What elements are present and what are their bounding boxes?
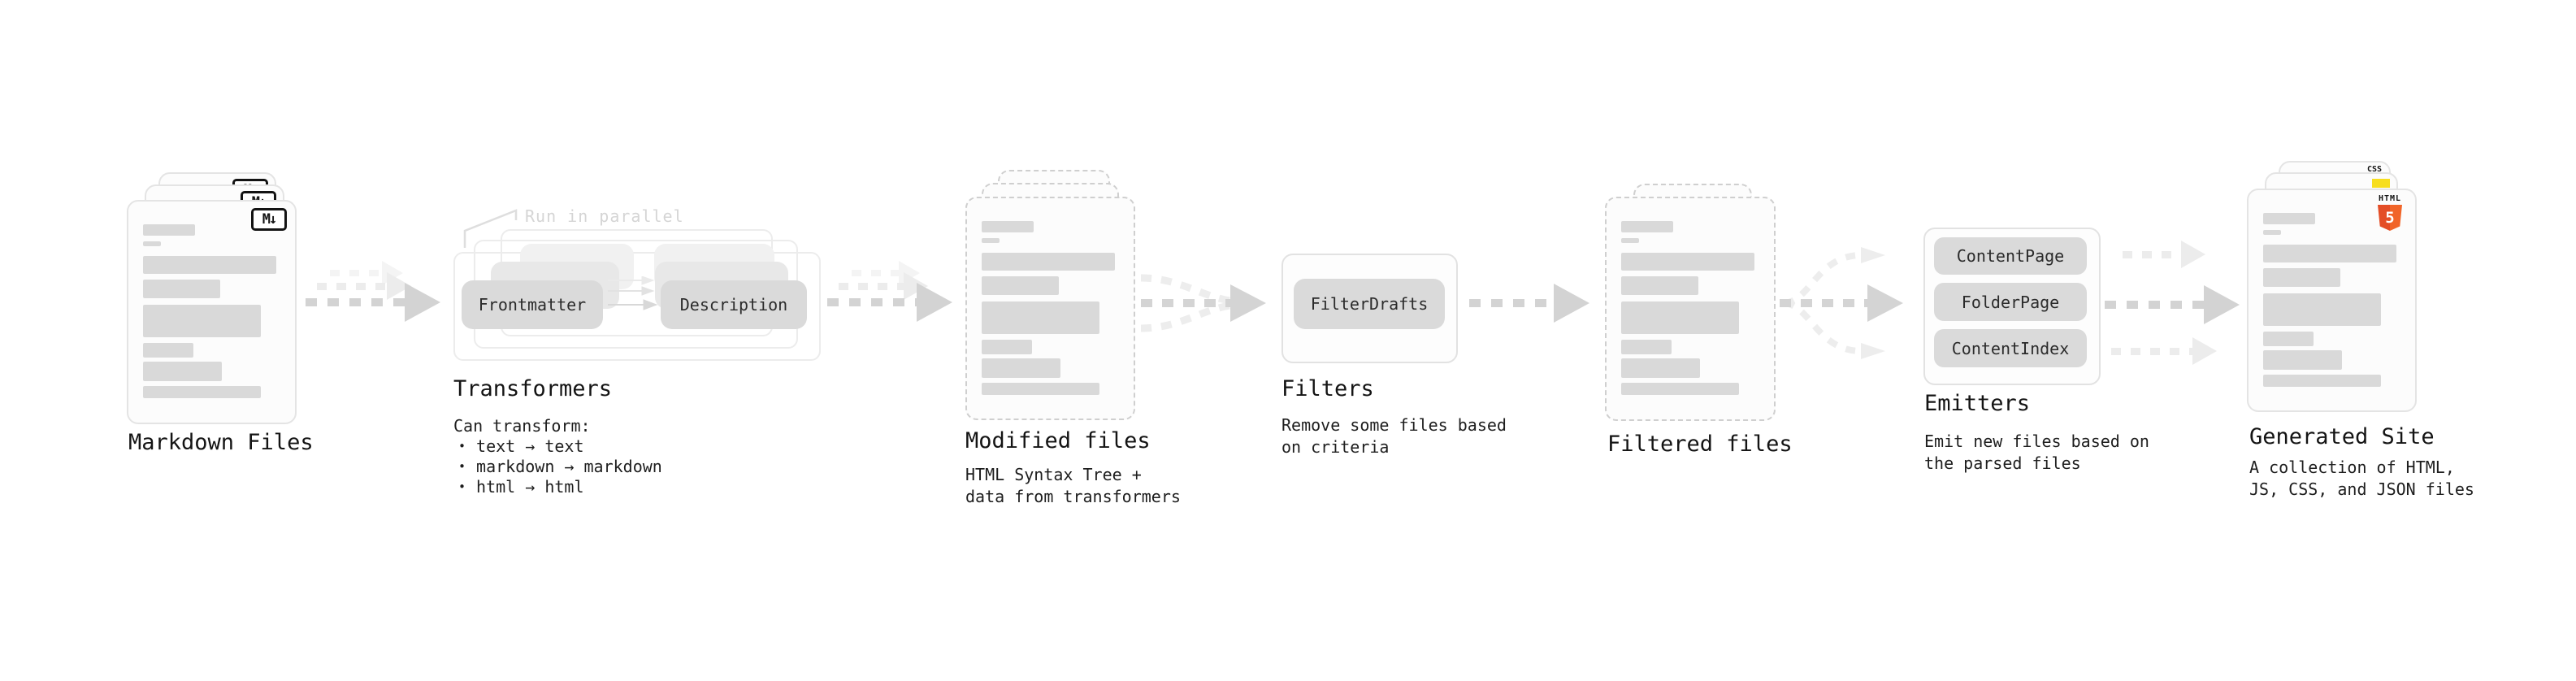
text-placeholder-bar xyxy=(2263,245,2396,262)
text-placeholder-bar xyxy=(1621,221,1673,232)
text-placeholder-bar xyxy=(1621,340,1672,354)
bullet-icon: • xyxy=(458,459,466,474)
generated-site-node: CSS HTML 5 Generated Site A collection o… xyxy=(2245,159,2474,509)
bullet-icon: • xyxy=(458,479,466,494)
text-placeholder-bar xyxy=(143,241,161,246)
markdown-files-node: M↓ M↓ M↓ Markdown Files xyxy=(127,171,322,479)
diverge-connector-filtered-to-emitters xyxy=(1780,247,1903,359)
text-placeholder-bar xyxy=(1621,276,1698,295)
contentindex-pill: ContentIndex xyxy=(1934,329,2087,367)
node-label: Filtered files xyxy=(1607,432,1793,457)
text-placeholder-bar xyxy=(2263,350,2342,370)
frontmatter-pill: Frontmatter xyxy=(462,280,603,329)
flow-arrow-layer xyxy=(827,283,952,322)
text-placeholder-bar xyxy=(1621,238,1639,243)
node-label: Generated Site xyxy=(2249,424,2435,449)
text-placeholder-bar xyxy=(2263,230,2281,235)
folderpage-pill: FolderPage xyxy=(1934,283,2087,321)
node-description: HTML Syntax Tree + data from transformer… xyxy=(965,465,1181,506)
modified-file-card-front xyxy=(965,197,1135,420)
text-placeholder-bar xyxy=(982,276,1059,295)
node-description: A collection of HTML, JS, CSS, and JSON … xyxy=(2249,458,2474,499)
text-placeholder-bar xyxy=(1621,301,1739,334)
filtered-file-card-front xyxy=(1605,197,1776,421)
text-placeholder-bar xyxy=(2263,213,2315,224)
filters-node: FilterDrafts Filters Remove some files b… xyxy=(1280,254,1507,481)
filtered-files-node: Filtered files xyxy=(1603,184,1798,509)
callout-leader-line xyxy=(463,209,518,248)
transform-capabilities-list: •text → text •markdown → markdown •html … xyxy=(453,436,662,497)
text-placeholder-bar xyxy=(143,305,261,337)
markdown-icon: M↓ xyxy=(251,208,287,231)
contentpage-pill: ContentPage xyxy=(1934,237,2087,275)
html5-shield: 5 xyxy=(2378,205,2402,231)
text-placeholder-bar xyxy=(1621,253,1754,271)
text-placeholder-bar xyxy=(982,221,1034,232)
text-placeholder-bar xyxy=(2263,268,2340,287)
transform-bullet: •html → html xyxy=(458,477,584,497)
emitters-node: ContentPage FolderPage ContentIndex Emit… xyxy=(1922,228,2149,488)
node-label: Markdown Files xyxy=(128,430,314,455)
text-placeholder-bar xyxy=(982,253,1115,271)
description-pill: Description xyxy=(661,280,807,329)
text-placeholder-bar xyxy=(2263,293,2381,326)
text-placeholder-bar xyxy=(143,256,276,274)
transform-bullet: •markdown → markdown xyxy=(458,457,662,476)
node-label: Modified files xyxy=(965,428,1151,453)
flow-arrow-emitter-middle xyxy=(2105,285,2240,324)
node-description: Remove some files based on criteria xyxy=(1281,415,1507,457)
flow-arrow-emitter-bottom xyxy=(2111,336,2217,366)
flow-arrow-emitter-top xyxy=(2123,240,2205,269)
flow-arrow-filters-to-filtered xyxy=(1469,284,1589,323)
node-label: Emitters xyxy=(1924,391,2031,416)
transform-bullet: •text → text xyxy=(458,436,584,456)
text-placeholder-bar xyxy=(143,224,195,236)
node-label: Transformers xyxy=(453,376,613,401)
text-placeholder-bar xyxy=(143,362,222,381)
transformer-card-front xyxy=(453,252,821,361)
text-placeholder-bar xyxy=(982,358,1060,378)
text-placeholder-bar xyxy=(1621,358,1700,378)
site-file-card-html: HTML 5 xyxy=(2247,189,2417,412)
text-placeholder-bar xyxy=(982,301,1099,334)
filterdrafts-pill: FilterDrafts xyxy=(1294,279,1445,329)
pill-to-pill-arrows xyxy=(608,276,658,310)
js-icon xyxy=(2372,179,2390,188)
text-placeholder-bar xyxy=(982,340,1032,354)
text-placeholder-bar xyxy=(982,238,1000,243)
html5-word: HTML xyxy=(2378,194,2402,203)
text-placeholder-bar xyxy=(2263,375,2381,387)
text-placeholder-bar xyxy=(2263,332,2314,346)
text-placeholder-bar xyxy=(1621,383,1739,395)
flow-arrow-transformers-to-modified xyxy=(827,261,974,348)
merge-connector-modified-to-filters xyxy=(1140,274,1266,332)
node-description: Can transform: xyxy=(453,416,591,436)
transformers-node: Run in parallel Frontmatter Description … xyxy=(452,198,834,507)
text-placeholder-bar xyxy=(143,280,220,298)
run-in-parallel-callout: Run in parallel xyxy=(525,206,684,226)
node-description: Emit new files based on the parsed files xyxy=(1924,432,2149,473)
html5-icon: HTML 5 xyxy=(2372,194,2408,231)
node-label: Filters xyxy=(1281,376,1374,401)
flow-arrow-markdown-to-transformers xyxy=(306,261,452,348)
text-placeholder-bar xyxy=(143,386,261,398)
text-placeholder-bar xyxy=(982,383,1099,395)
modified-files-node: Modified files HTML Syntax Tree + data f… xyxy=(964,168,1181,510)
text-placeholder-bar xyxy=(143,343,193,358)
markdown-file-card-front: M↓ xyxy=(127,200,297,424)
bullet-icon: • xyxy=(458,439,466,453)
flow-arrow-layer xyxy=(306,283,440,322)
